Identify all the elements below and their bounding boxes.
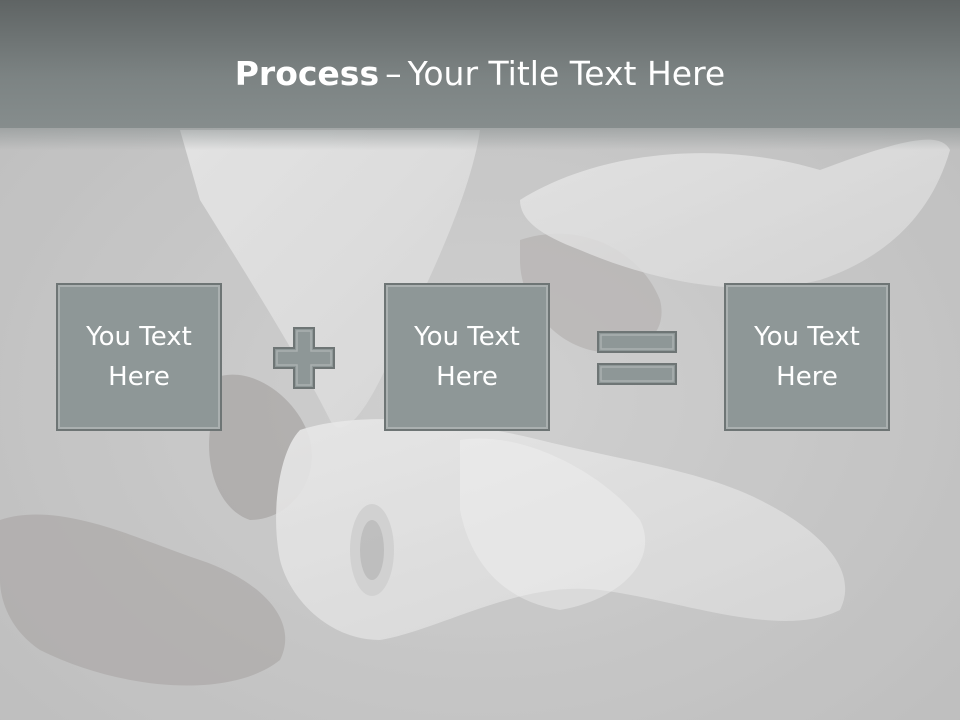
process-box-2-line2: Here — [436, 362, 498, 392]
slide-title[interactable]: Process–Your Title Text Here — [0, 52, 960, 96]
title-dash: – — [385, 54, 402, 93]
process-box-1[interactable]: You Text Here — [56, 283, 222, 431]
title-rest-text: Your Title Text Here — [407, 54, 726, 93]
process-box-2[interactable]: You Text Here — [384, 283, 550, 431]
process-box-2-line1: You Text — [414, 322, 520, 352]
process-box-3-line2: Here — [776, 362, 838, 392]
title-bold-text: Process — [234, 54, 380, 93]
equals-icon — [597, 331, 677, 385]
process-box-1-line1: You Text — [86, 322, 192, 352]
process-box-3[interactable]: You Text Here — [724, 283, 890, 431]
process-box-1-line2: Here — [108, 362, 170, 392]
process-box-3-line1: You Text — [754, 322, 860, 352]
plus-icon — [273, 327, 335, 389]
title-bar — [0, 0, 960, 150]
